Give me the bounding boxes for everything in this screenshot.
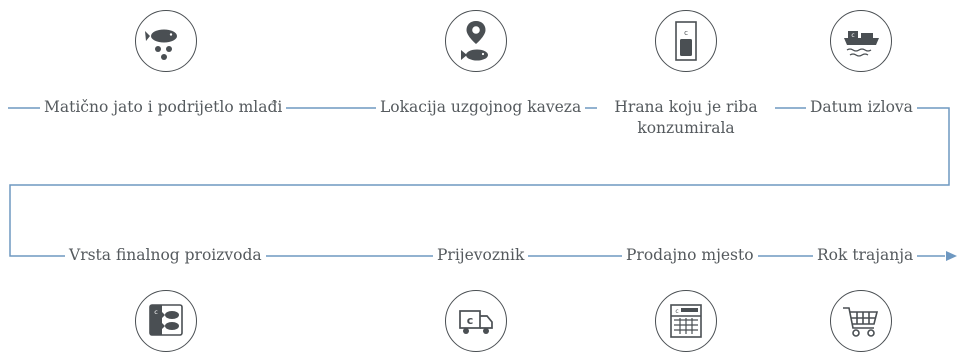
svg-text:c: c <box>851 32 854 39</box>
svg-text:c: c <box>154 308 158 316</box>
step-label-fish-feed: Hrana koju je riba konzumirala <box>597 97 775 139</box>
step-label-harvest-date: Datum izlova <box>806 97 917 118</box>
step-label-cage-location: Lokacija uzgojnog kaveza <box>376 97 586 118</box>
feed-bag-icon: c <box>655 10 717 72</box>
svg-text:c: c <box>467 314 474 327</box>
svg-text:c: c <box>675 308 678 315</box>
fish-eggs-icon <box>135 10 197 72</box>
step-label-point-of-sale: Prodajno mjesto <box>622 245 758 266</box>
fish-package-icon: c <box>135 290 197 352</box>
shopping-cart-icon <box>830 290 892 352</box>
fishing-boat-icon: c <box>830 10 892 72</box>
step-label-shelf-life: Rok trajanja <box>813 245 918 266</box>
delivery-truck-icon: c <box>445 290 507 352</box>
location-fish-icon <box>445 10 507 72</box>
step-label-broodstock: Matično jato i podrijetlo mlađi <box>40 97 287 118</box>
store-icon: c <box>655 290 717 352</box>
step-label-product-type: Vrsta finalnog proizvoda <box>65 245 266 266</box>
step-label-carrier: Prijevoznik <box>433 245 529 266</box>
svg-text:c: c <box>684 29 688 37</box>
flow-arrowhead <box>946 251 957 261</box>
